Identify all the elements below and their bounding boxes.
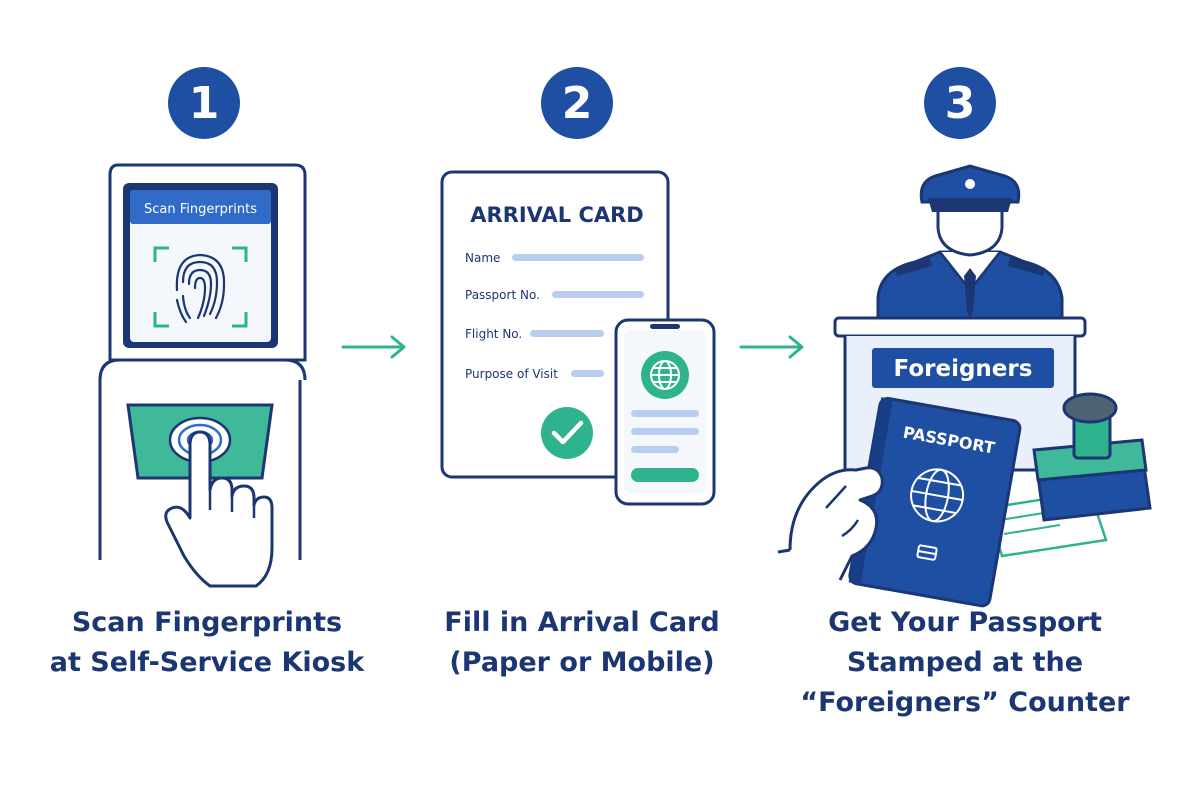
hand-holding-passport [777, 466, 884, 581]
field-line [512, 254, 644, 261]
field-line [530, 330, 604, 337]
step-3-caption: Get Your Passport Stamped at the “Foreig… [785, 603, 1145, 723]
step-1-badge: 1 [168, 67, 240, 139]
passport-icon: PASSPORT [848, 397, 1022, 608]
field-label-name: Name [465, 251, 500, 265]
officer-icon [876, 164, 1064, 322]
pointing-hand-icon [164, 430, 274, 588]
arrow-right-icon [739, 335, 804, 359]
field-label-passport: Passport No. [465, 288, 540, 302]
step-2-badge: 2 [541, 67, 613, 139]
caption-line: at Self-Service Kiosk [49, 647, 365, 678]
globe-icon [641, 351, 689, 399]
smartphone-icon [614, 318, 716, 506]
arrow-right-icon [341, 335, 406, 359]
caption-line: Scan Fingerprints [71, 607, 343, 638]
caption-line: “Foreigners” Counter [800, 687, 1130, 718]
caption-line: Fill in Arrival Card [444, 607, 720, 638]
field-line [552, 291, 644, 298]
checkmark-icon [541, 407, 593, 459]
counter-sign: Foreigners [894, 356, 1033, 382]
fingerprint-icon [175, 253, 226, 324]
step-2-caption: Fill in Arrival Card (Paper or Mobile) [402, 603, 762, 683]
field-label-purpose: Purpose of Visit [465, 367, 558, 381]
stamp-icon [1032, 392, 1152, 522]
kiosk-screen-label: Scan Fingerprints [144, 202, 257, 217]
caption-line: Stamped at the [846, 647, 1084, 678]
caption-line: Get Your Passport [828, 607, 1102, 638]
caption-line: (Paper or Mobile) [449, 647, 715, 678]
field-line [571, 370, 604, 377]
card-title: ARRIVAL CARD [470, 203, 643, 227]
step-1-caption: Scan Fingerprints at Self-Service Kiosk [27, 603, 387, 683]
field-label-flight: Flight No. [465, 327, 522, 341]
step-3-badge: 3 [924, 67, 996, 139]
